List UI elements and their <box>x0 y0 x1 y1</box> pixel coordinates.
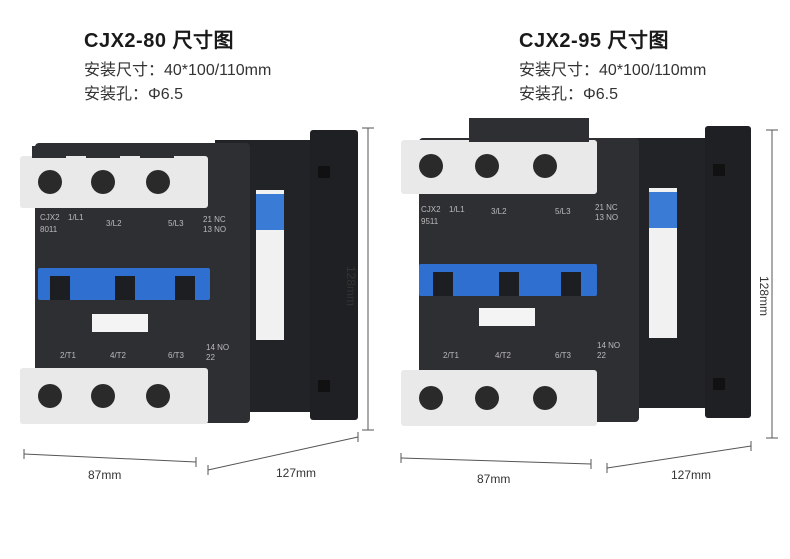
terminal-hole <box>146 170 170 194</box>
contactor-image: CJX2 1/L1 9511 3/L2 5/L3 21 NC 13 NO 2/T… <box>401 118 751 426</box>
install-hole-text: 安装孔：Φ6.5 <box>519 86 619 103</box>
right-panel: CJX2-95 尺寸图 安装尺寸：40*100/110mm 安装孔：Φ6.5 C… <box>395 0 790 559</box>
dimension-lines <box>400 129 778 473</box>
terminal-label: 1/L1 <box>68 213 84 222</box>
mount-hole <box>318 380 330 392</box>
dimension-lines <box>23 127 374 475</box>
install-hole-text: 安装孔：Φ6.5 <box>84 86 184 103</box>
aux-label: 21 NC <box>595 203 618 212</box>
aux-label: 21 NC <box>203 215 226 224</box>
width-dimension: 87mm <box>88 468 122 482</box>
terminal-hole <box>475 386 499 410</box>
terminal-hole <box>419 386 443 410</box>
terminal-label: 4/T2 <box>110 351 127 360</box>
aux-label: 14 NO <box>206 343 229 352</box>
mount-bracket <box>310 130 358 420</box>
screw-housing <box>86 146 120 158</box>
model-text: CJX2 <box>421 205 441 214</box>
aux-label: 22 <box>597 351 606 360</box>
model-text: CJX2 <box>40 213 60 222</box>
terminal-hole <box>91 384 115 408</box>
aux-label: 14 NO <box>597 341 620 350</box>
actuator-slot <box>115 276 135 300</box>
depth-dim-line <box>207 436 359 471</box>
terminal-hole <box>533 386 557 410</box>
actuator-slot <box>561 272 581 296</box>
aux-label: 13 NO <box>203 225 226 234</box>
serial-text: 8011 <box>40 225 58 234</box>
actuator-slot <box>433 272 453 296</box>
terminal-hole <box>38 170 62 194</box>
side-label-band <box>256 194 284 230</box>
top-cover <box>401 140 597 194</box>
top-housing <box>469 118 589 142</box>
terminal-label: 5/L3 <box>168 219 184 228</box>
contactor-image: CJX2 1/L1 8011 3/L2 5/L3 21 NC 13 NO 2/T… <box>20 130 358 424</box>
white-tag <box>479 308 535 326</box>
screw-housing <box>32 146 66 158</box>
terminal-hole <box>419 154 443 178</box>
height-dimension: 128mm <box>757 276 771 317</box>
terminal-label: 5/L3 <box>555 207 571 216</box>
terminal-label: 6/T3 <box>555 351 572 360</box>
mount-hole <box>713 378 725 390</box>
left-panel: CJX2-80 尺寸图 安装尺寸：40*100/110mm 安装孔：Φ6.5 C… <box>20 30 374 482</box>
width-dim-line <box>23 453 197 463</box>
terminal-hole <box>146 384 170 408</box>
width-dim-line <box>400 457 592 465</box>
install-size-text: 安装尺寸：40*100/110mm <box>84 62 272 79</box>
depth-dimension: 127mm <box>671 468 712 482</box>
height-dimension: 128mm <box>344 266 358 307</box>
terminal-hole <box>91 170 115 194</box>
mount-hole <box>318 166 330 178</box>
terminal-label: 2/T1 <box>60 351 77 360</box>
actuator-slot <box>50 276 70 300</box>
side-label-band <box>649 192 677 228</box>
terminal-label: 2/T1 <box>443 351 460 360</box>
product-title: CJX2-80 尺寸图 <box>84 30 234 52</box>
aux-label: 13 NO <box>595 213 618 222</box>
terminal-hole <box>533 154 557 178</box>
depth-dim-line <box>606 445 752 469</box>
terminal-label: 4/T2 <box>495 351 512 360</box>
mount-hole <box>713 164 725 176</box>
actuator-slot <box>499 272 519 296</box>
terminal-label: 6/T3 <box>168 351 185 360</box>
terminal-hole <box>38 384 62 408</box>
mount-bracket <box>705 126 751 418</box>
terminal-hole <box>475 154 499 178</box>
aux-label: 22 <box>206 353 215 362</box>
install-size-text: 安装尺寸：40*100/110mm <box>519 62 707 79</box>
actuator-slot <box>175 276 195 300</box>
serial-text: 9511 <box>421 217 439 226</box>
terminal-label: 3/L2 <box>491 207 507 216</box>
terminal-label: 3/L2 <box>106 219 122 228</box>
product-title: CJX2-95 尺寸图 <box>519 30 669 52</box>
depth-dimension: 127mm <box>276 466 317 480</box>
screw-housing <box>140 146 174 158</box>
width-dimension: 87mm <box>477 472 511 486</box>
white-tag <box>92 314 148 332</box>
terminal-label: 1/L1 <box>449 205 465 214</box>
